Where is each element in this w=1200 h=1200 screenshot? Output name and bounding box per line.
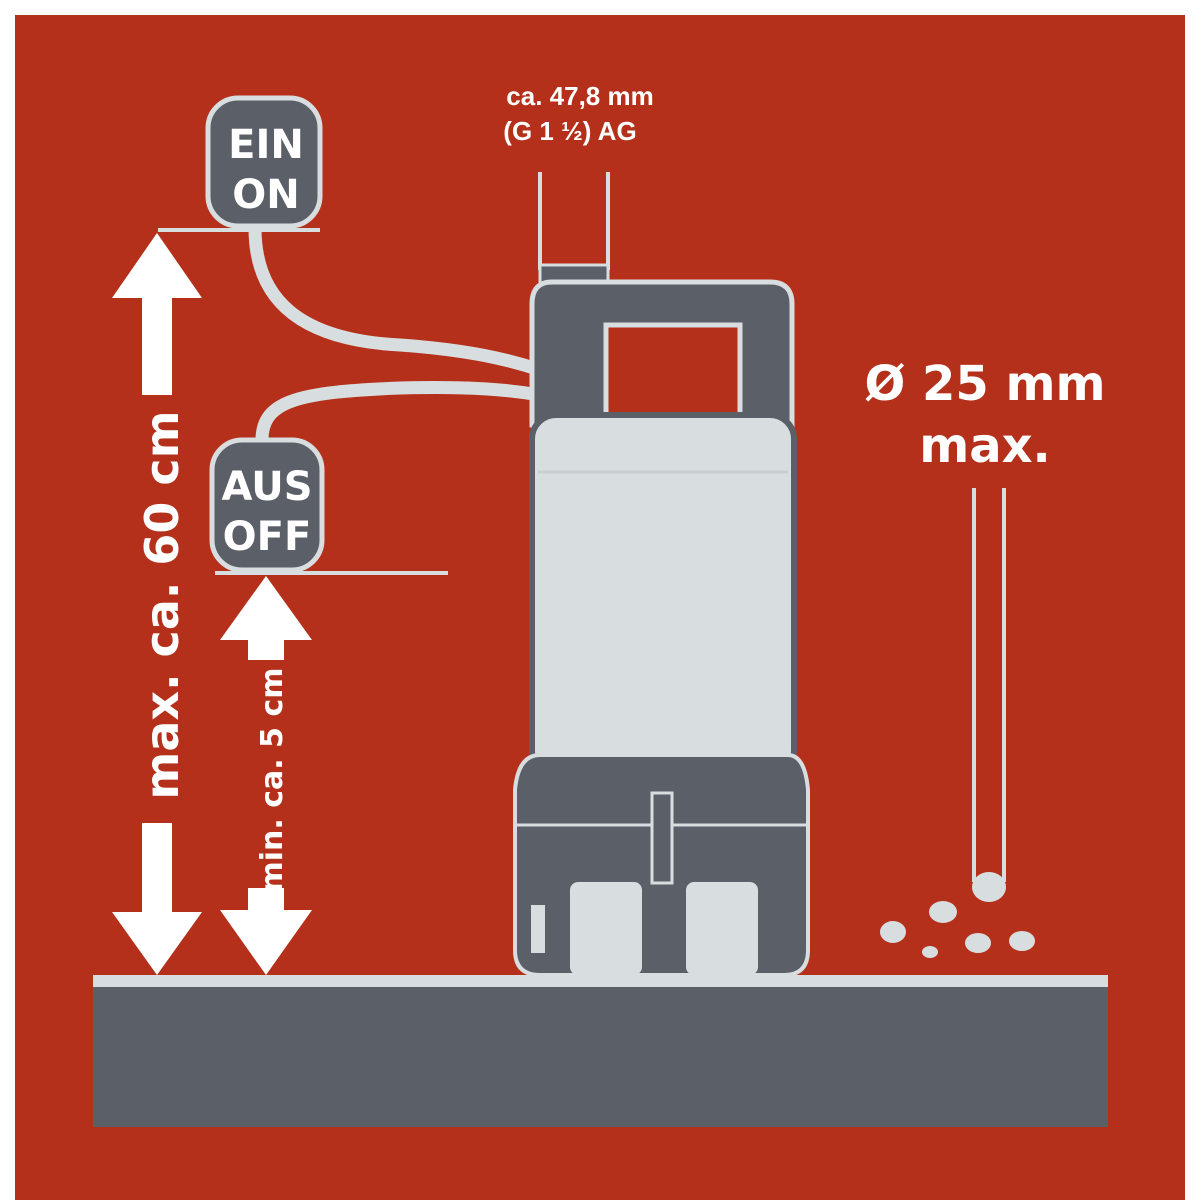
floor-slab (93, 987, 1108, 1127)
float-cable-lower (255, 380, 542, 441)
min-height-arrow-up (220, 576, 312, 660)
min-height-arrow-down (220, 888, 312, 975)
pebble (972, 872, 1006, 902)
floor-top-edge (93, 975, 1108, 987)
outlet-size-label: ca. 47,8 mm (506, 81, 653, 111)
float-switch-off (209, 437, 325, 573)
pebble (965, 933, 991, 953)
pebble (1009, 931, 1035, 951)
float-switch-on (205, 95, 323, 229)
pump-body-top (538, 420, 788, 472)
outlet-thread-label: (G 1 ½) AG (503, 116, 636, 146)
pebble (929, 901, 957, 923)
pump-handle (529, 279, 795, 428)
switch-on-text-en: ON (232, 172, 299, 218)
switch-off-text-de: AUS (221, 464, 312, 510)
particle-max-label: max. (919, 418, 1051, 474)
pump-foot-inlet-left (570, 882, 642, 975)
max-height-arrow-down (112, 823, 202, 975)
pump-foot-inlet-right (686, 882, 758, 975)
max-height-arrow-up (112, 233, 202, 395)
pebble (880, 921, 906, 943)
pump-base-slot (531, 905, 545, 953)
switch-off-text-en: OFF (223, 514, 312, 560)
max-height-label: max. ca. 60 cm (135, 410, 189, 799)
float-cable-upper (248, 227, 543, 377)
switch-on-text-de: EIN (228, 122, 304, 168)
pump-base-clip (650, 791, 674, 885)
min-height-label: min. ca. 5 cm (255, 668, 290, 893)
pebble (922, 946, 938, 958)
particle-size-label: Ø 25 mm (864, 356, 1105, 412)
